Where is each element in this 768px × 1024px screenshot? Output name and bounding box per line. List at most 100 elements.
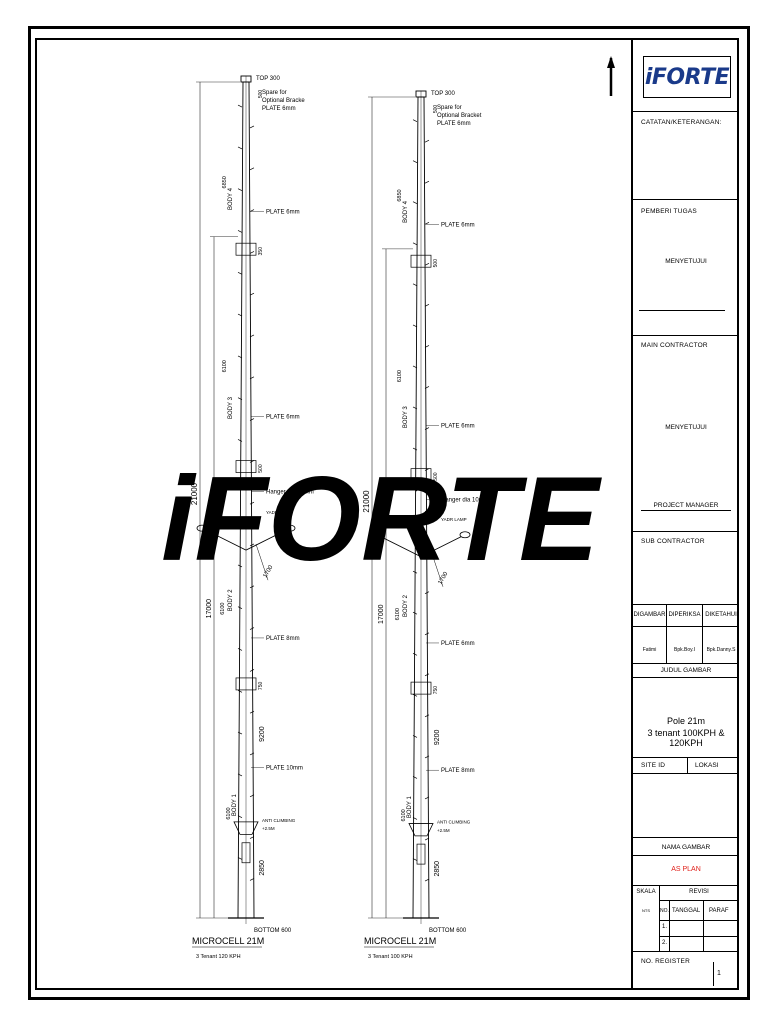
climbing-step [412, 817, 418, 820]
site-divider [687, 758, 688, 774]
joint-sleeve [410, 681, 432, 695]
hanger-label: Hanger dia 10mm [266, 490, 314, 496]
drawing-title-cell: Pole 21m 3 tenant 100KPH & 120KPH [633, 678, 739, 758]
title-block: iFORTE CATATAN/KETERANGAN: PEMBERI TUGAS… [631, 40, 739, 988]
known-label: DIKETAHUI [705, 612, 737, 618]
b1-length: 6100 [226, 807, 232, 819]
joint-500b: 500 [258, 464, 264, 473]
plate-d-label: PLATE 8mm [441, 768, 475, 774]
pole-name: MICROCELL 21M [192, 936, 264, 946]
approval-names: Fatimi Bpk.Boy.I Bpk.Danny.S [633, 627, 739, 664]
plate-a-label: PLATE 6mm [266, 210, 300, 216]
dim-2850: 2850 [434, 861, 441, 877]
b3-length: 6100 [222, 360, 228, 372]
top-cap [240, 75, 252, 83]
pole-subtitle: 3 Tenant 100 KPH [368, 954, 413, 960]
climbing-step [237, 773, 243, 777]
climbing-step [237, 522, 243, 526]
joint-500a: 500 [258, 90, 264, 99]
joint-sleeve [235, 677, 257, 691]
b4-length: 6850 [222, 176, 228, 188]
climbing-step [249, 878, 255, 881]
drawing-title-1: Pole 21m [666, 716, 706, 726]
b2-length: 6100 [220, 603, 226, 615]
watermark-logo: iFORTE [161, 452, 603, 586]
climbing-step [249, 794, 255, 798]
spare-2: Optional Bracket [437, 113, 482, 119]
drawn-label: DIGAMBAR [633, 612, 666, 618]
checked-label: DIPERIKSA [668, 612, 701, 618]
main-contractor-label: MAIN CONTRACTOR [641, 342, 708, 349]
climbing-step [237, 731, 243, 735]
climbing-step [412, 406, 418, 410]
plate-d-label: PLATE 10mm [266, 766, 303, 772]
climbing-step [412, 652, 418, 656]
drawing-name-cell: AS PLAN [633, 856, 739, 886]
lamp-arm-left [205, 529, 247, 551]
climbing-step [412, 324, 418, 328]
climbing-step [424, 837, 430, 841]
rev-col-1 [669, 900, 670, 952]
spare-3: PLATE 6mm [437, 121, 471, 127]
dim-2850: 2850 [259, 860, 266, 876]
lamp-head-right [284, 524, 296, 532]
arm-dim-line [430, 550, 444, 587]
climbing-step [424, 550, 430, 553]
assigner-cell: PEMBERI TUGAS MENYETUJUI [633, 200, 739, 336]
climbing-step [424, 345, 430, 348]
lamp-arm-right [245, 529, 287, 551]
climbing-step [412, 529, 418, 533]
climbing-step [237, 606, 243, 609]
logo-cell: iFORTE [633, 40, 739, 112]
climbing-step [249, 627, 255, 630]
body4-label: BODY 4 [228, 187, 234, 210]
climbing-step [237, 439, 243, 442]
joint-sleeve [235, 460, 257, 473]
dim-17000: 17000 [378, 604, 385, 624]
bottom-label: BOTTOM 600 [254, 928, 292, 934]
dim-9200: 9200 [434, 729, 441, 745]
anti-climbing-1: ANTI CLIMBING [262, 818, 296, 823]
climbing-step [424, 878, 430, 882]
climbing-step [249, 418, 255, 421]
assigner-label: PEMBERI TUGAS [641, 208, 697, 215]
body2-label: BODY 2 [228, 589, 234, 612]
climbing-step [424, 755, 430, 759]
lamp-head-right [459, 531, 471, 539]
climbing-step [424, 139, 430, 143]
climbing-step [412, 694, 418, 697]
rev-1: 1. [662, 924, 668, 930]
climbing-step [249, 334, 255, 338]
climbing-step [424, 673, 430, 677]
lamp-label: YADR LAMP [441, 517, 467, 522]
climbing-step [249, 543, 255, 547]
signature-line-1 [639, 310, 725, 311]
climbing-step [237, 188, 243, 191]
climbing-step [424, 180, 430, 184]
joint-350: 500 [433, 259, 439, 268]
climbing-step [412, 119, 418, 122]
col-divider-1 [666, 605, 667, 664]
anti-climbing-guard [233, 821, 259, 835]
scale-value: NTS [642, 908, 650, 913]
lamp-arm-left [380, 536, 422, 558]
body2-label: BODY 2 [403, 594, 409, 617]
climbing-step [249, 460, 255, 463]
checked-by: Bpk.Boy.I [673, 647, 696, 653]
climbing-step [237, 815, 243, 818]
climbing-step [237, 648, 243, 651]
top-cap [415, 90, 427, 98]
drawing-title-label: JUDUL GAMBAR [660, 667, 712, 674]
spare-1: Spare for [262, 90, 287, 96]
top-label: TOP 300 [256, 76, 280, 82]
spare-3: PLATE 6mm [262, 106, 296, 112]
site-value-cell [633, 774, 739, 838]
b3-length: 6100 [397, 370, 403, 382]
plate-b-label: PLATE 6mm [441, 423, 475, 429]
joint-350: 350 [258, 247, 264, 256]
hanger-label: Hanger dia 10mm [441, 497, 489, 503]
climbing-step [249, 710, 255, 714]
plate-a-label: PLATE 6mm [441, 222, 475, 228]
revision-cell: SKALA NTS REVISI NO. TANGGAL PARAF 1. 2. [633, 886, 739, 952]
joint-sleeve [410, 468, 432, 482]
